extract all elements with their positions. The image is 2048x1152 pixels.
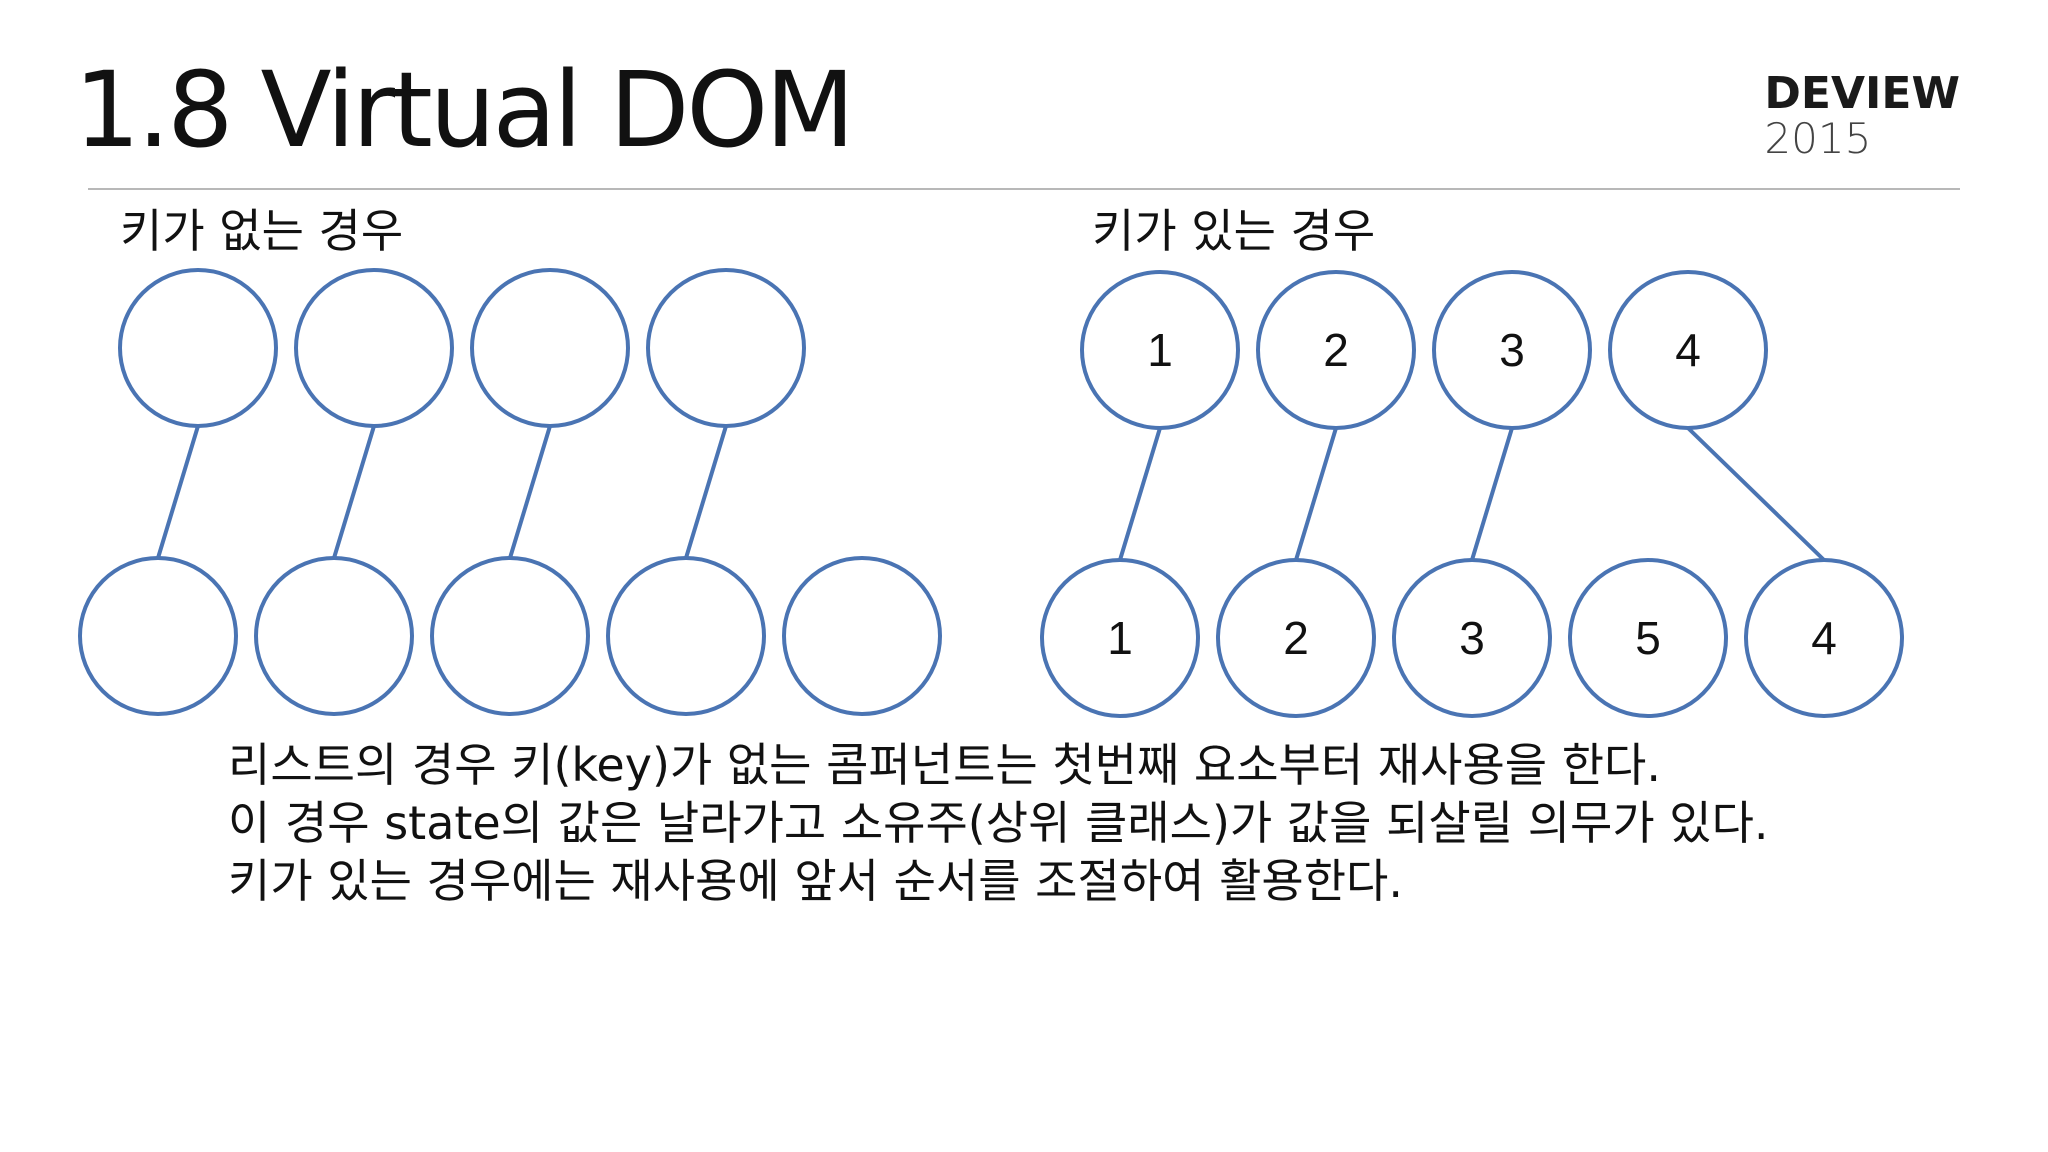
page-title: 1.8 Virtual DOM (74, 49, 855, 171)
without-key-link-2 (332, 425, 376, 559)
without-key-bottom-node-3 (430, 556, 590, 716)
with-key-top-node-3-label: 3 (1499, 324, 1525, 376)
without-key-bottom-node-4 (606, 556, 766, 716)
with-key-bottom-node-1 (1040, 558, 1200, 718)
deview-logo: DEVIEW 2015 (1764, 72, 1960, 160)
with-key-bottom-node-5 (1744, 558, 1904, 718)
with-key-bottom-node-2-label: 2 (1283, 612, 1309, 664)
with-key-bottom-node-5-label: 4 (1811, 612, 1837, 664)
with-key-link-4 (1686, 426, 1826, 562)
with-key-top-node-2-label: 2 (1323, 324, 1349, 376)
diagram-with-key: 1 2 3 4 1 2 3 5 4 (1040, 270, 1904, 718)
with-key-bottom-node-1-label: 1 (1107, 612, 1133, 664)
with-key-link-3 (1470, 427, 1514, 561)
without-key-bottom-node-2 (254, 556, 414, 716)
with-key-bottom-node-4 (1568, 558, 1728, 718)
with-key-top-node-1-label: 1 (1147, 324, 1173, 376)
without-key-top-node-3 (470, 268, 630, 428)
with-key-top-node-3 (1432, 270, 1592, 430)
with-key-bottom-node-2 (1216, 558, 1376, 718)
logo-year: 2015 (1764, 114, 1872, 163)
without-key-link-3 (508, 425, 552, 559)
with-key-top-node-2 (1256, 270, 1416, 430)
with-key-bottom-node-4-label: 5 (1635, 612, 1661, 664)
diagram-without-key (78, 268, 942, 716)
logo-name: DEVIEW (1764, 68, 1960, 119)
without-key-link-4 (684, 425, 728, 559)
without-key-top-node-1 (118, 268, 278, 428)
with-key-link-2 (1294, 427, 1338, 561)
explanation-text: 리스트의 경우 키(key)가 없는 콤퍼넌트는 첫번째 요소부터 재사용을 한… (228, 736, 1769, 910)
without-key-top-node-2 (294, 268, 454, 428)
explanation-line-1: 리스트의 경우 키(key)가 없는 콤퍼넌트는 첫번째 요소부터 재사용을 한… (228, 738, 1661, 792)
label-without-key: 키가 없는 경우 (120, 204, 404, 258)
label-with-key: 키가 있는 경우 (1092, 204, 1376, 258)
explanation-line-3: 키가 있는 경우에는 재사용에 앞서 순서를 조절하여 활용한다. (228, 854, 1403, 908)
with-key-bottom-node-3 (1392, 558, 1552, 718)
without-key-link-1 (156, 425, 200, 559)
with-key-top-node-4-label: 4 (1675, 324, 1701, 376)
without-key-top-node-4 (646, 268, 806, 428)
explanation-line-2: 이 경우 state의 값은 날라가고 소유주(상위 클래스)가 값을 되살릴 … (228, 796, 1769, 850)
without-key-bottom-node-5 (782, 556, 942, 716)
with-key-top-node-1 (1080, 270, 1240, 430)
with-key-link-1 (1118, 427, 1162, 561)
with-key-top-node-4 (1608, 270, 1768, 430)
with-key-bottom-node-3-label: 3 (1459, 612, 1485, 664)
without-key-bottom-node-1 (78, 556, 238, 716)
title-divider (88, 188, 1960, 190)
